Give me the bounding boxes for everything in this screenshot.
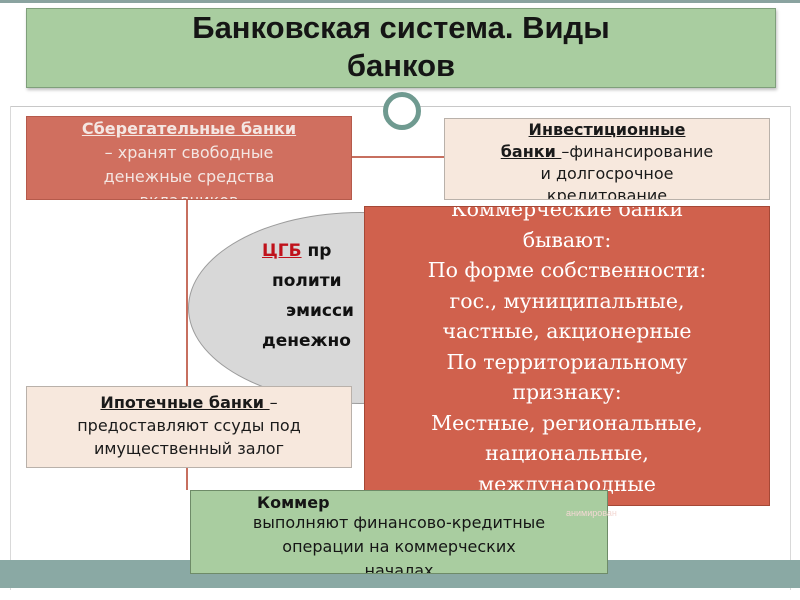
- animation-label: анимирован: [566, 508, 617, 518]
- title-line-2: банков: [346, 48, 456, 83]
- investment-banks-line: банки –финансирование: [445, 141, 769, 163]
- commercial-def-line: началах: [364, 561, 434, 574]
- central-bank-text: ЦГБ пр полити эмисси денежно: [262, 236, 382, 376]
- commercial-types-line: гос., муниципальные,: [449, 288, 685, 313]
- mortgage-banks-box: Ипотечные банки – предоставляют ссуды по…: [26, 386, 352, 468]
- investment-banks-tail: –финансирование: [561, 142, 714, 161]
- investment-banks-line: и долгосрочное: [540, 164, 674, 183]
- commercial-types-line: бывают:: [522, 227, 612, 252]
- commercial-types-line: Коммерческие банки: [450, 206, 684, 221]
- central-bank-line: эмисси: [286, 301, 354, 321]
- frame-left-line: [10, 106, 11, 590]
- commercial-def-heading: Коммер: [257, 493, 330, 512]
- commercial-types-line: частные, акционерные: [442, 319, 692, 343]
- slide-title: Банковская система. Виды банков: [26, 8, 776, 88]
- ring-ornament-icon: [383, 92, 421, 130]
- commercial-types-line: По территориальному: [446, 349, 688, 374]
- connector-vertical: [186, 200, 188, 490]
- investment-banks-box: Инвестиционные банки –финансирование и д…: [444, 118, 770, 200]
- commercial-def-line: выполняют финансово-кредитные: [252, 513, 546, 532]
- commercial-def-line: операции на коммерческих: [282, 537, 516, 556]
- central-bank-line: денежно: [262, 331, 351, 351]
- savings-banks-line: – хранят свободные: [104, 143, 274, 162]
- title-line-1: Банковская система. Виды: [192, 10, 610, 45]
- mortgage-banks-tail: –: [269, 393, 278, 412]
- central-bank-tail: пр: [301, 241, 332, 261]
- frame-right-line: [790, 106, 791, 590]
- savings-banks-line: денежные средства: [103, 167, 275, 186]
- investment-banks-heading-2: банки: [500, 142, 562, 161]
- top-rule: [0, 0, 800, 3]
- central-bank-line: полити: [272, 271, 342, 291]
- connector-top: [352, 156, 444, 158]
- commercial-def-heading-row: Коммер: [191, 491, 607, 512]
- mortgage-banks-line: предоставляют ссуды под: [77, 416, 301, 435]
- commercial-types-line: национальные,: [485, 441, 649, 465]
- savings-banks-box: Сберегательные банки – хранят свободные …: [26, 116, 352, 200]
- investment-banks-heading: Инвестиционные: [528, 120, 686, 139]
- commercial-banks-definition-box: Коммер выполняют финансово-кредитные опе…: [190, 490, 608, 574]
- mortgage-banks-line: имущественный залог: [93, 439, 284, 458]
- savings-banks-line: вкладчиков: [27, 189, 351, 199]
- mortgage-banks-line: Ипотечные банки –: [27, 391, 351, 414]
- investment-banks-line: кредитование: [546, 186, 668, 200]
- commercial-types-line: признаку:: [512, 380, 622, 404]
- commercial-types-line: Местные, региональные,: [431, 410, 703, 435]
- central-bank-abbr: ЦГБ: [262, 241, 302, 261]
- savings-banks-heading: Сберегательные банки: [81, 119, 297, 138]
- commercial-bank-types-box: Коммерческие банки бывают: По форме собс…: [364, 206, 770, 506]
- central-bank-line: ЦГБ пр: [262, 236, 382, 266]
- mortgage-banks-heading: Ипотечные банки: [100, 393, 270, 412]
- commercial-types-line: По форме собственности:: [427, 258, 707, 282]
